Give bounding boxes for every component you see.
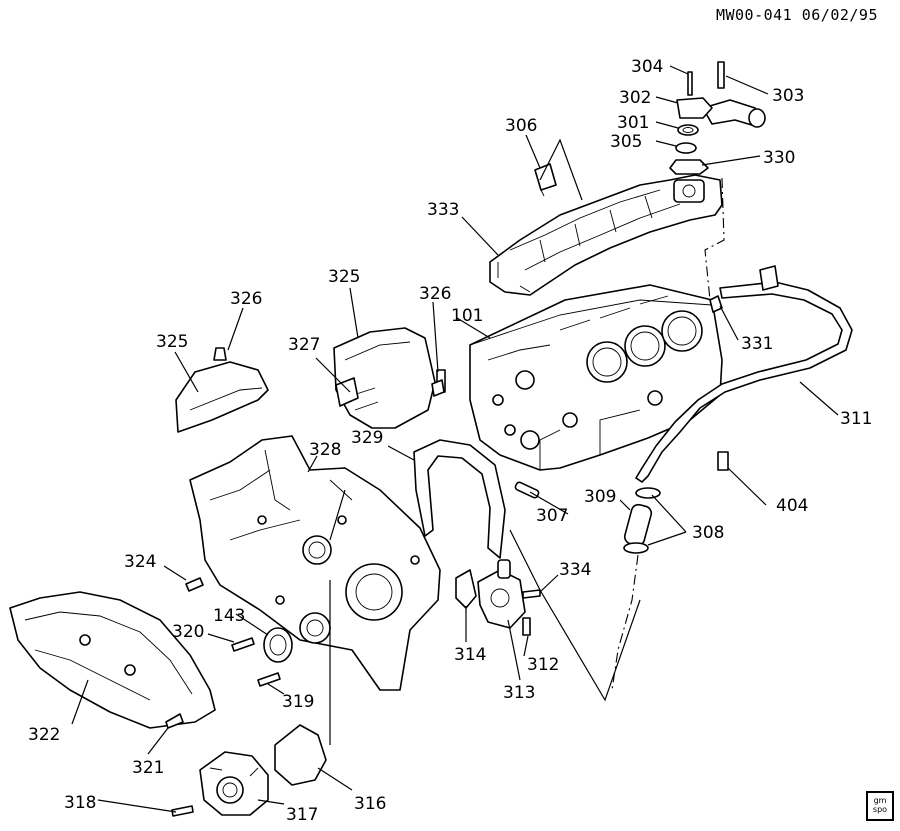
bolts [165, 295, 729, 817]
callout-321: 321 [132, 758, 164, 778]
logo-line-spo: spo [872, 805, 888, 814]
callout-326-right: 326 [419, 284, 451, 304]
timing-cover-gasket-329 [413, 439, 506, 559]
callout-101: 101 [451, 306, 483, 326]
callout-318: 318 [64, 793, 96, 813]
callout-330: 330 [763, 148, 795, 168]
callout-307: 307 [536, 506, 568, 526]
drawing-reference: MW00-041 06/02/95 [716, 6, 878, 24]
leader-lines [71, 65, 839, 813]
callout-308: 308 [692, 523, 724, 543]
front-cover-328 [189, 435, 441, 691]
bypass-hose-309 [623, 487, 661, 554]
callout-312: 312 [527, 655, 559, 675]
callout-143: 143 [213, 606, 245, 626]
callout-326-left: 326 [230, 289, 262, 309]
callout-334: 334 [559, 560, 591, 580]
callout-313: 313 [503, 683, 535, 703]
bypass-pipe-311 [635, 265, 853, 483]
callout-333: 333 [427, 200, 459, 220]
callout-311: 311 [840, 409, 872, 429]
callout-325-left: 325 [156, 332, 188, 352]
logo-line-gm: gm [873, 796, 887, 805]
callout-314: 314 [454, 645, 486, 665]
water-outlet-313 [477, 559, 526, 629]
assembly-lines [329, 138, 725, 702]
callout-328: 328 [309, 440, 341, 460]
drawing-code: MW00-041 [715, 6, 793, 24]
callout-319: 319 [282, 692, 314, 712]
callout-309: 309 [584, 487, 616, 507]
callout-317: 317 [286, 805, 318, 825]
front-cover-322 [9, 591, 216, 729]
drawing-date: 06/02/95 [801, 6, 878, 24]
intake-manifold-333 [489, 174, 723, 296]
callout-302: 302 [619, 88, 651, 108]
callout-306: 306 [505, 116, 537, 136]
callout-329: 329 [351, 428, 383, 448]
callout-303: 303 [772, 86, 804, 106]
callout-316: 316 [354, 794, 386, 814]
callout-404: 404 [776, 496, 808, 516]
callout-305: 305 [610, 132, 642, 152]
valve-cover-right-325 [333, 327, 446, 429]
dowel-pin-307 [514, 481, 540, 499]
engine-block-101 [469, 284, 723, 471]
water-pump-gasket-316 [274, 724, 327, 786]
callout-320: 320 [172, 622, 204, 642]
callout-322: 322 [28, 725, 60, 745]
gm-spo-logo: gm spo [866, 791, 894, 821]
callout-331: 331 [741, 334, 773, 354]
callout-327: 327 [288, 335, 320, 355]
front-seal-143 [263, 627, 293, 663]
callout-325-right: 325 [328, 267, 360, 287]
callout-301: 301 [617, 113, 649, 133]
callout-304: 304 [631, 57, 663, 77]
water-pump-317 [199, 751, 269, 816]
outlet-gasket-314 [455, 569, 477, 609]
valve-cover-left-325 [175, 347, 269, 433]
callout-324: 324 [124, 552, 156, 572]
thermostat-parts [534, 61, 766, 197]
